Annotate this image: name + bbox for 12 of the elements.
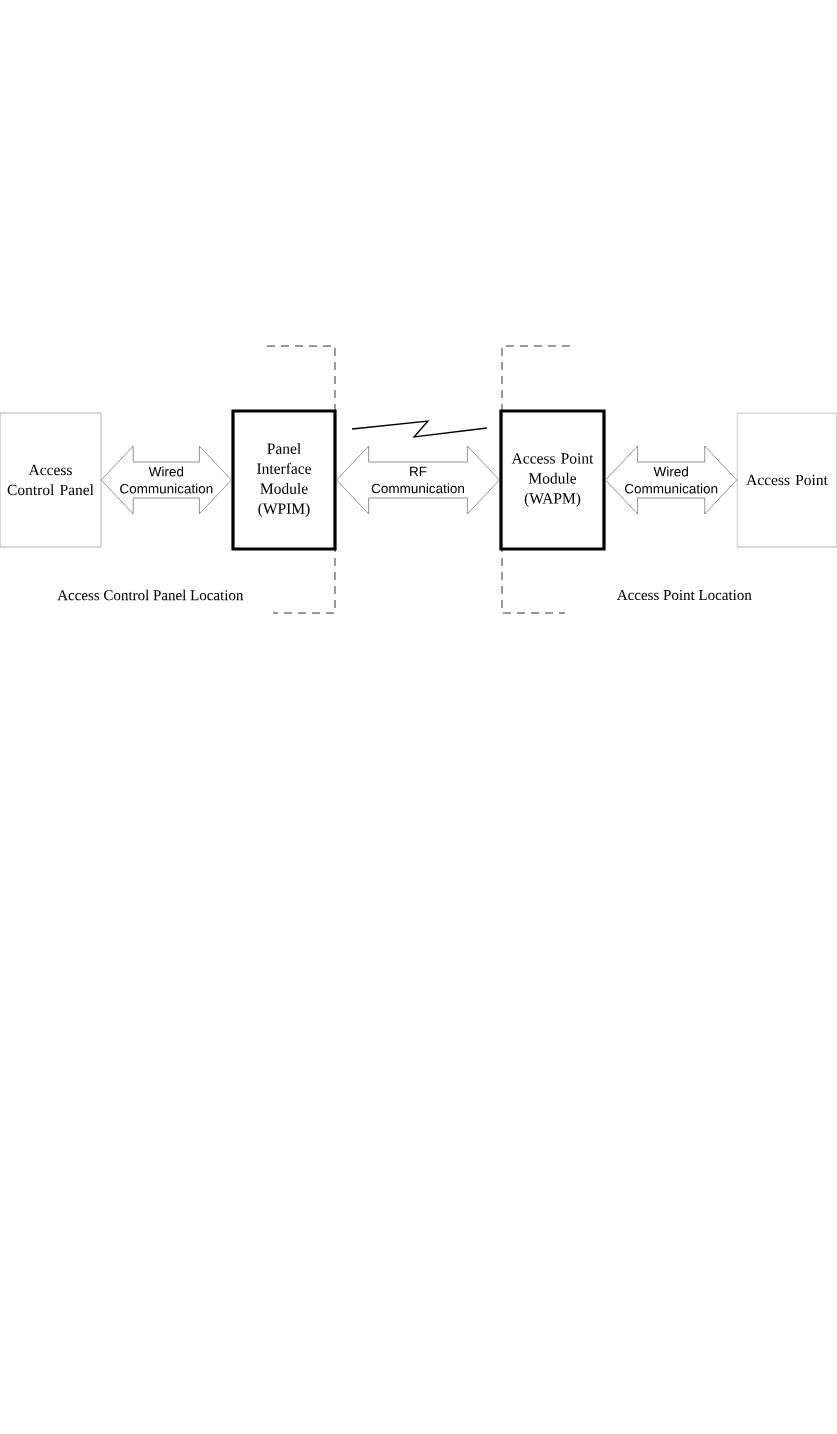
- edge-label: Wired Communication: [120, 466, 213, 494]
- module-box: Access Point Module (WAPM): [499, 409, 606, 551]
- double-arrow: [336, 445, 500, 515]
- double-arrow: [100, 445, 232, 515]
- location-label: Access Point Location: [616, 589, 752, 601]
- module-box: Access Point: [736, 412, 837, 548]
- module-box: Panel Interface Module (WPIM): [231, 409, 337, 551]
- double-arrow: [605, 445, 738, 515]
- edge-label: RF Communication: [371, 466, 464, 494]
- module-box: Access Control Panel: [0, 412, 102, 548]
- edge-label: Wired Communication: [624, 466, 718, 494]
- location-label: Access Control Panel Location: [57, 589, 244, 601]
